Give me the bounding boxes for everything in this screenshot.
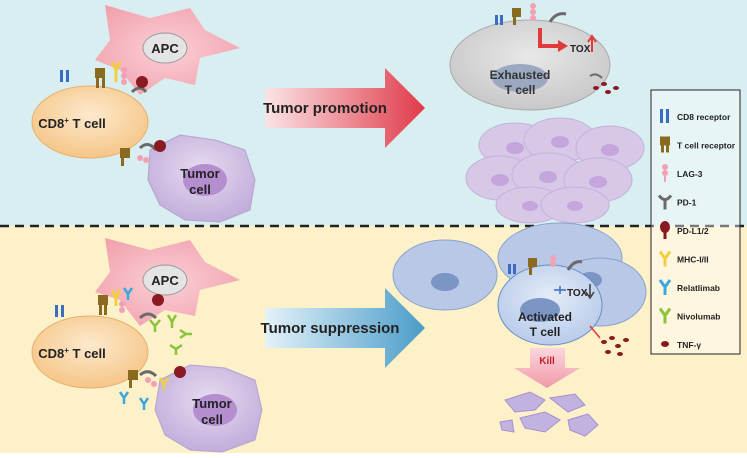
tumor-suppression-label: Tumor suppression	[261, 320, 400, 337]
legend-item: LAG-3	[662, 164, 703, 182]
bottom-tcell-label-rest: T cell	[69, 346, 106, 361]
top-tcell-label-sup: +	[64, 116, 69, 125]
legend-item: TNF-γ	[661, 340, 701, 350]
top-tumor-cell: Tumor cell	[147, 134, 256, 223]
bottom-tumor-label-line2: cell	[201, 412, 223, 427]
exhausted-label-line1: Exhausted	[490, 68, 551, 82]
svg-text:CD8+ T cell: CD8+ T cell	[38, 346, 106, 361]
tnf-icon	[661, 341, 669, 347]
tumor-cluster-nuclei	[491, 136, 619, 211]
legend-item: T cell receptor	[660, 136, 736, 153]
top-cd8-t-cell: CD8+ T cell	[31, 85, 149, 159]
legend-item: PD-1	[657, 194, 697, 210]
bottom-apc-label: APC	[151, 273, 179, 288]
legend-label: CD8 receptor	[677, 112, 731, 122]
top-tcell-label: CD8	[38, 116, 64, 131]
bottom-tox-label: TOX	[567, 288, 588, 299]
legend-label: TNF-γ	[677, 340, 701, 350]
legend-item: MHC-I/II	[658, 250, 709, 267]
top-apc-label: APC	[151, 41, 179, 56]
bottom-tumor-cell: Tumor cell	[154, 364, 263, 453]
bottom-tcell-label-sup: +	[64, 346, 69, 355]
top-apc: APC	[95, 5, 240, 95]
legend-item: Relatlimab	[658, 279, 720, 295]
legend-label: MHC-I/II	[677, 255, 709, 265]
bottom-receptors-and-drugs	[55, 287, 192, 410]
activated-t-cell-group: Activated T cell TOX	[392, 222, 647, 356]
mhc-icon	[658, 250, 672, 267]
legend-label: T cell receptor	[677, 141, 736, 151]
activated-label-line1: Activated	[518, 310, 572, 324]
dead-tumor-fragments	[499, 391, 599, 437]
pdl-icon	[660, 221, 670, 239]
t-cell-receptor-icon	[660, 136, 670, 153]
bottom-apc: APC	[95, 238, 240, 326]
tumor-promotion-label: Tumor promotion	[263, 100, 387, 117]
tumor-suppression-arrow: Tumor suppression	[261, 288, 425, 368]
top-tox-label: TOX	[570, 44, 591, 55]
relatlimab-icon	[658, 279, 672, 295]
nivolumab-icon	[658, 307, 672, 324]
bottom-tumor-label-line1: Tumor	[192, 396, 231, 411]
legend-item: Nivolumab	[658, 307, 720, 324]
kill-label: Kill	[539, 356, 555, 367]
legend-items: CD8 receptor T cell receptorLAG-3PD-1PD-L…	[657, 109, 736, 350]
legend-label: PD-1	[677, 198, 697, 208]
exhausted-label-line2: T cell	[505, 83, 536, 97]
activated-label-line2: T cell	[530, 325, 561, 339]
bottom-cd8-t-cell: CD8+ T cell	[31, 315, 149, 389]
exhausted-t-cell: Exhausted T cell TOX	[449, 3, 619, 111]
legend-label: Nivolumab	[677, 312, 720, 322]
top-tumor-label-line2: cell	[189, 182, 211, 197]
legend-item: CD8 receptor	[660, 109, 731, 123]
bottom-tcell-label: CD8	[38, 346, 64, 361]
kill-arrow: Kill	[514, 348, 580, 388]
top-receptors	[60, 61, 166, 166]
svg-text:CD8+ T cell: CD8+ T cell	[38, 116, 106, 131]
lag3-icon	[662, 164, 668, 182]
legend-item: PD-L1/2	[660, 221, 709, 239]
top-tcell-label-rest: T cell	[69, 116, 106, 131]
top-tumor-label-line1: Tumor	[180, 166, 219, 181]
tumor-promotion-arrow: Tumor promotion	[263, 68, 425, 148]
legend-label: LAG-3	[677, 169, 703, 179]
legend-label: Relatlimab	[677, 283, 720, 293]
legend-label: PD-L1/2	[677, 226, 709, 236]
cd8-receptor-icon	[660, 109, 669, 123]
pd1-icon	[657, 194, 673, 210]
